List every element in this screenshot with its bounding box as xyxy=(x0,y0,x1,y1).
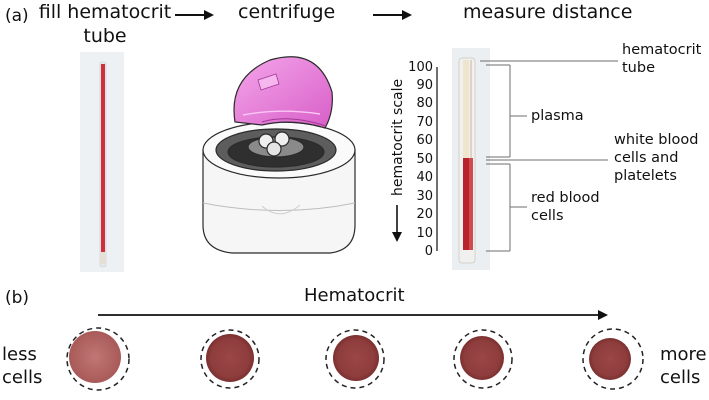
hematocrit-label: Hematocrit xyxy=(304,285,405,306)
blood-spot-1 xyxy=(66,327,130,391)
less-cells-label: less cells xyxy=(2,344,43,389)
tick-70: 70 xyxy=(416,115,433,130)
tick-60: 60 xyxy=(416,133,433,148)
scale-axis-label: hematocrit scale xyxy=(390,79,406,196)
annotation-plasma: plasma xyxy=(531,108,584,124)
tick-90: 90 xyxy=(416,78,433,93)
blood-spot-3 xyxy=(325,329,385,389)
annotation-wbc: white blood cells and platelets xyxy=(614,132,699,185)
blood-spot-5 xyxy=(582,328,644,390)
measured-tube-photo xyxy=(452,48,490,270)
scale-ticks: 100 90 80 70 60 50 40 30 20 10 0 xyxy=(408,60,433,259)
blood-spot-4 xyxy=(453,329,513,389)
centrifuge-drawing xyxy=(202,56,356,254)
step-measure-title: measure distance xyxy=(463,1,633,23)
annotation-lines xyxy=(480,60,618,252)
panel-b-label: (b) xyxy=(5,288,30,308)
tick-100: 100 xyxy=(408,60,433,75)
panel-a-label: (a) xyxy=(5,6,29,26)
annotation-rbc: red blood cells xyxy=(531,190,600,225)
step-fill-title: fill hematocrit tube xyxy=(38,1,172,47)
annotation-tube: hematocrit tube xyxy=(622,42,702,77)
tick-20: 20 xyxy=(416,207,433,222)
tick-80: 80 xyxy=(416,96,433,111)
blood-spot-2 xyxy=(200,329,260,389)
tick-40: 40 xyxy=(416,170,433,185)
step-centrifuge-title: centrifuge xyxy=(238,1,336,23)
more-cells-label: more cells xyxy=(660,344,707,389)
tick-10: 10 xyxy=(416,226,433,241)
tick-50: 50 xyxy=(416,152,433,167)
tick-30: 30 xyxy=(416,189,433,204)
capillary-tube-photo xyxy=(80,52,124,272)
tick-0: 0 xyxy=(425,244,433,259)
